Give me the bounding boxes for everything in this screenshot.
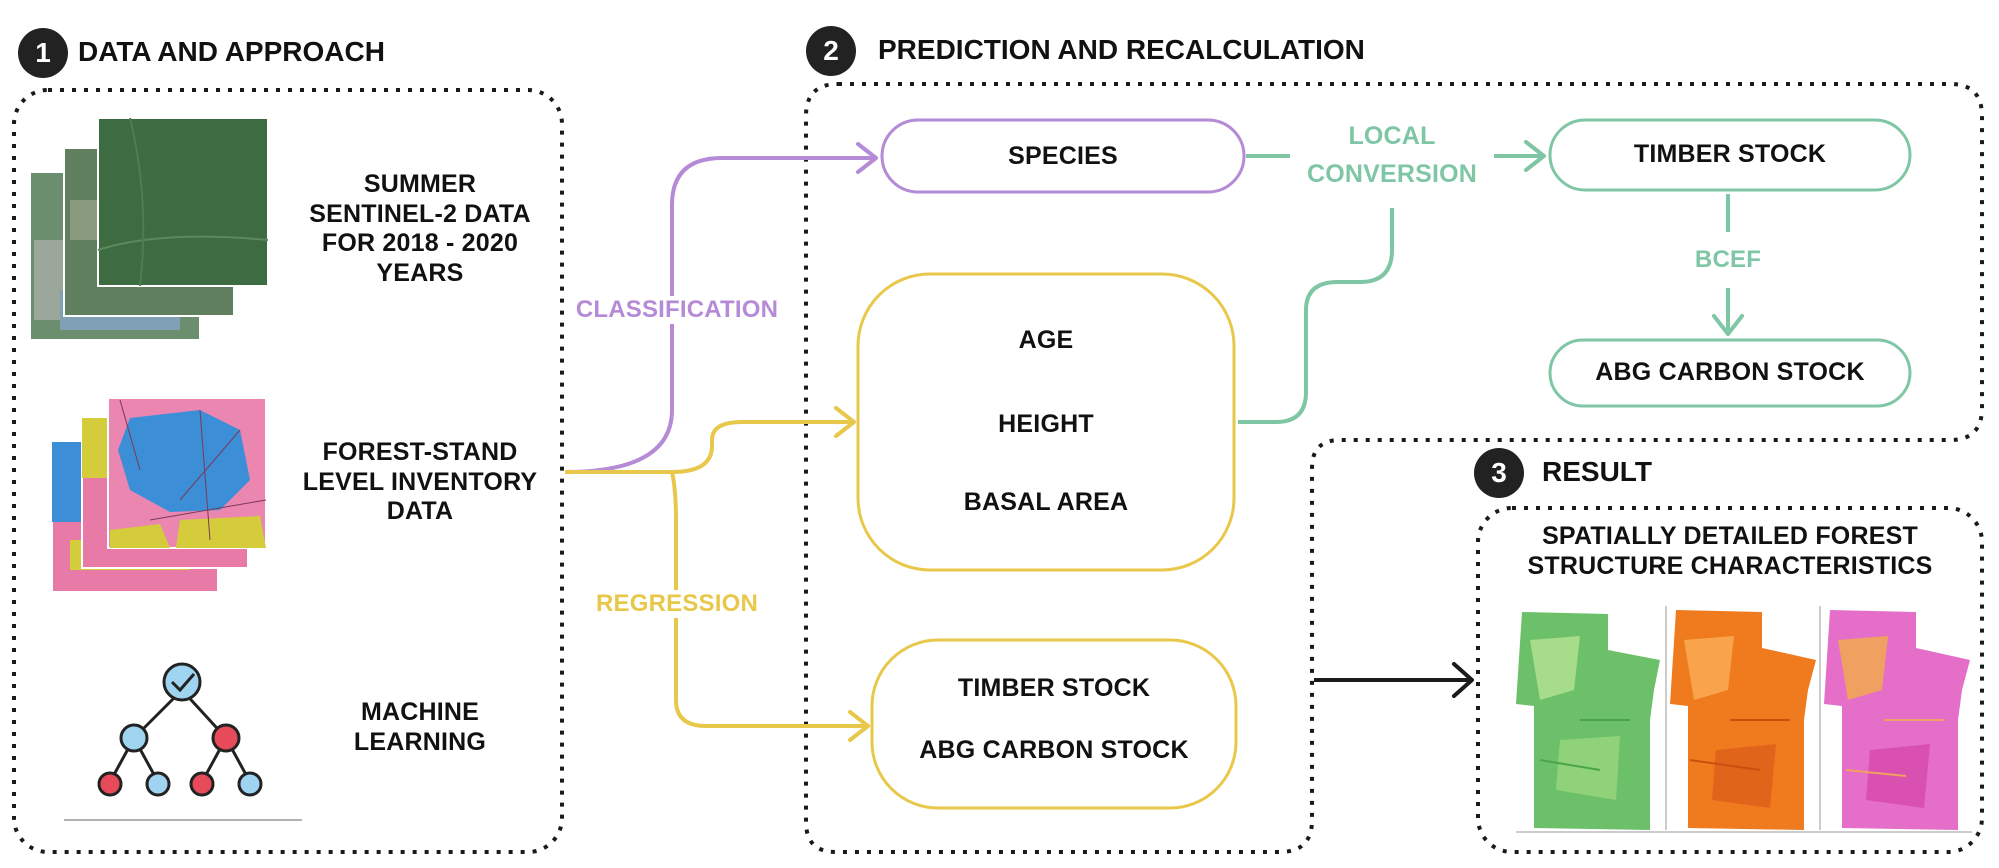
result-arrowhead: [1452, 662, 1474, 698]
machine-learning-label: MACHINE LEARNING: [353, 698, 487, 756]
classification-label: CLASSIFICATION: [566, 296, 788, 325]
result-title: SPATIALLY DETAILED FOREST STRUCTURE CHAR…: [1527, 522, 1933, 580]
timber-stock-box-top: [1548, 118, 1912, 192]
age-height-basal-box: [856, 272, 1236, 572]
panel-data-approach: [12, 88, 564, 854]
timber-abg-box-bottom: [870, 638, 1238, 810]
bcef-label: BCEF: [1694, 246, 1762, 273]
section-2-number: 2: [806, 26, 856, 76]
satellite-imagery-icon: [29, 117, 269, 341]
panel-result-inner: [1476, 506, 1984, 854]
section-3-title: RESULT: [1542, 456, 1652, 487]
abg-carbon-label-top: ABG CARBON STOCK: [1595, 358, 1865, 386]
regression-arrowhead-upper: [834, 406, 856, 438]
section-1-title: DATA AND APPROACH: [78, 36, 385, 67]
age-height-to-conversion-line: [1238, 208, 1394, 424]
basal-area-label: BASAL AREA: [963, 488, 1129, 516]
panel-prediction: [804, 82, 1984, 854]
decision-tree-icon: [64, 662, 302, 821]
regression-arrowhead-lower: [848, 710, 870, 742]
species-label: SPECIES: [1008, 142, 1118, 170]
timber-stock-label-top: TIMBER STOCK: [1633, 140, 1827, 168]
classification-arrowhead: [856, 142, 878, 174]
abg-carbon-box-top: [1548, 338, 1912, 408]
regression-arrow-upper: [671, 420, 852, 474]
regression-arrow-lower: [670, 471, 866, 728]
height-label: HEIGHT: [998, 410, 1094, 438]
species-box: [880, 118, 1246, 194]
inventory-label: FOREST-STAND LEVEL INVENTORY DATA: [302, 438, 538, 525]
age-label: AGE: [1018, 326, 1074, 354]
abg-carbon-label-bottom: ABG CARBON STOCK: [919, 736, 1189, 764]
section-3-number: 3: [1474, 448, 1524, 498]
bcef-arrowhead: [1712, 314, 1744, 336]
result-map-orange-icon: [1670, 610, 1816, 830]
result-map-green-icon: [1516, 612, 1660, 830]
section-1-number: 1: [18, 28, 68, 78]
classification-arrow: [564, 156, 874, 474]
inventory-map-icon: [51, 397, 267, 593]
conversion-to-timber-arrowhead: [1524, 140, 1546, 172]
section-2-title: PREDICTION AND RECALCULATION: [878, 34, 1365, 65]
regression-label: REGRESSION: [586, 590, 768, 619]
sentinel-label: SUMMER SENTINEL-2 DATA FOR 2018 - 2020 Y…: [309, 170, 531, 287]
result-map-pink-icon: [1824, 610, 1970, 830]
local-conversion-label: LOCAL CONVERSION: [1306, 122, 1478, 188]
timber-stock-label-bottom: TIMBER STOCK: [957, 674, 1151, 702]
